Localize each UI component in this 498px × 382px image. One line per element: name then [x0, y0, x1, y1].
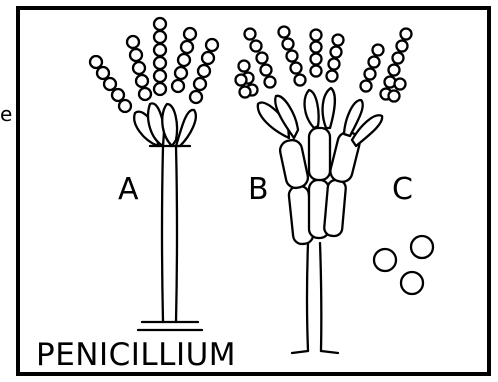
spore — [401, 272, 423, 294]
spore — [136, 75, 148, 87]
spore — [154, 70, 166, 82]
spore — [97, 67, 109, 79]
spore — [374, 249, 396, 271]
spore — [311, 66, 322, 77]
spore — [265, 77, 276, 88]
spore — [389, 91, 400, 102]
spore — [329, 59, 340, 70]
figure-a-stalk — [162, 146, 163, 322]
panel-label-c: C — [392, 172, 413, 207]
spore — [327, 71, 338, 82]
spore — [311, 54, 322, 65]
spore — [184, 28, 196, 40]
spore — [261, 65, 272, 76]
spore — [397, 41, 408, 52]
figure-title: PENICILLIUM — [36, 337, 236, 373]
spore — [245, 29, 256, 40]
spore — [104, 78, 116, 90]
spore — [178, 54, 190, 66]
spore — [283, 39, 294, 50]
spore — [112, 89, 124, 101]
spore — [393, 53, 404, 64]
spore — [154, 18, 166, 30]
spore — [181, 41, 193, 53]
spore — [257, 53, 268, 64]
figure-b-branch-lower-right — [324, 179, 347, 236]
spore — [172, 80, 184, 92]
spore — [202, 52, 214, 64]
spore — [331, 47, 342, 58]
spore — [401, 29, 412, 40]
spore — [389, 65, 400, 76]
spore — [154, 44, 166, 56]
panel-label-a: A — [118, 172, 139, 207]
figure-b-branch-mid-center — [309, 128, 330, 180]
spore — [133, 62, 145, 74]
spore — [190, 91, 202, 103]
spore — [373, 45, 384, 56]
figure-a-stalk-right — [176, 146, 177, 322]
spore — [295, 75, 306, 86]
spore — [311, 42, 322, 53]
spore — [361, 81, 372, 92]
spore — [395, 79, 406, 90]
spore — [365, 69, 376, 80]
spore — [130, 49, 142, 61]
spore — [236, 75, 247, 86]
spore — [369, 57, 380, 68]
spore — [291, 63, 302, 74]
spore — [311, 30, 322, 41]
spore — [154, 57, 166, 69]
spore — [154, 83, 166, 95]
spore — [194, 78, 206, 90]
spore — [411, 236, 433, 258]
panel-label-b: B — [248, 172, 269, 207]
spore — [139, 88, 151, 100]
edge-label-fragment: e — [0, 102, 12, 126]
spore — [279, 27, 290, 38]
spore — [90, 56, 102, 68]
spore — [206, 39, 218, 51]
figure-b-stalk-right — [320, 243, 321, 351]
spore — [175, 67, 187, 79]
spore — [154, 31, 166, 43]
spore — [333, 35, 344, 46]
spore — [119, 100, 131, 112]
spore — [239, 61, 250, 72]
spore — [287, 51, 298, 62]
figure-b-stalk-left — [307, 243, 308, 351]
spore — [127, 36, 139, 48]
spore — [251, 41, 262, 52]
spore — [198, 65, 210, 77]
spore — [240, 87, 251, 98]
